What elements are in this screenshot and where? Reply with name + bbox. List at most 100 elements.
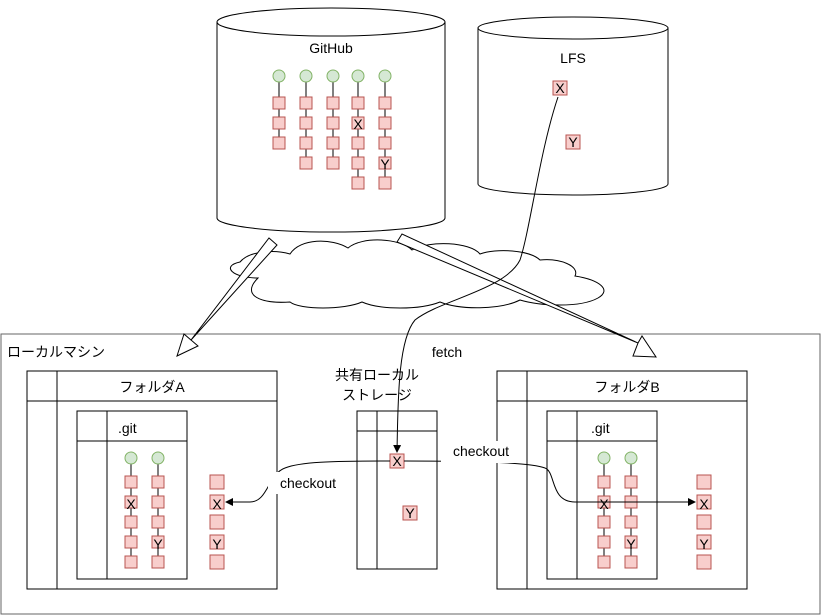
github-marker-y: Y [380, 156, 390, 172]
commit-node [272, 96, 286, 110]
github-label: GitHub [309, 40, 353, 56]
commit-node [272, 136, 286, 150]
clone-arrow-to-folder-b [396, 233, 657, 358]
folder-a-git: .git [76, 410, 188, 580]
file-node [209, 494, 225, 510]
lfs-label: LFS [560, 50, 586, 66]
folder-b-git: .git [546, 410, 658, 580]
folder-b-commit-y: Y [626, 536, 636, 552]
file-node [209, 474, 225, 490]
commit-node [378, 136, 392, 150]
branch-ref [299, 69, 313, 83]
folder-a-title: フォルダA [119, 379, 185, 395]
clone-arrow-to-folder-a [176, 237, 278, 357]
branch-ref [151, 451, 165, 465]
folder-b-worktree-x: X [699, 496, 709, 512]
commit-node [299, 116, 313, 130]
folder-a-worktree-y: Y [212, 536, 222, 552]
commit-node [351, 136, 365, 150]
commit-node [597, 535, 611, 549]
folder-a-commit-graph [124, 451, 165, 569]
commit-node [378, 96, 392, 110]
commit-node [351, 96, 365, 110]
shared-object-y [402, 505, 418, 521]
commit-node [151, 475, 165, 489]
shared-storage-title-line1: 共有ローカル [335, 367, 419, 383]
lfs-cylinder: LFS X Y [477, 16, 669, 196]
commit-node [299, 136, 313, 150]
checkout-label-a: checkout [280, 475, 336, 491]
file-node [696, 554, 712, 570]
commit-node [326, 96, 340, 110]
commit-node [124, 515, 138, 529]
commit-node [624, 475, 638, 489]
lfs-object-y [565, 134, 581, 150]
file-node [696, 494, 712, 510]
branch-ref [597, 451, 611, 465]
folder-b-worktree-y: Y [699, 536, 709, 552]
commit-node [151, 495, 165, 509]
folder-b-commit-graph [597, 451, 638, 569]
commit-node [378, 156, 392, 170]
folder-b-worktree [696, 474, 712, 570]
folder-a-worktree-x: X [212, 496, 222, 512]
shared-storage-title-line2: ストレージ [342, 387, 412, 403]
branch-ref [624, 451, 638, 465]
commit-node [151, 515, 165, 529]
checkout-label-b: checkout [453, 443, 509, 459]
commit-node [151, 555, 165, 569]
lfs-object-x [552, 80, 568, 96]
shared-object-y-label: Y [405, 505, 415, 521]
commit-node [326, 136, 340, 150]
folder-a-commit-y: Y [153, 536, 163, 552]
commit-node [351, 116, 365, 130]
fetch-connector [393, 96, 559, 453]
lfs-object-y-label: Y [568, 134, 578, 150]
folder-b-commit-x: X [599, 496, 609, 512]
commit-node [124, 495, 138, 509]
file-node [209, 534, 225, 550]
commit-node [597, 555, 611, 569]
commit-node [624, 555, 638, 569]
folder-b-git-label: .git [591, 420, 610, 436]
branch-ref [326, 69, 340, 83]
commit-node [378, 116, 392, 130]
commit-node [124, 475, 138, 489]
file-node [696, 474, 712, 490]
commit-node [624, 515, 638, 529]
file-node [209, 514, 225, 530]
folder-a-worktree [209, 474, 225, 570]
folder-b-title: フォルダB [594, 379, 659, 395]
file-node [696, 534, 712, 550]
commit-node [597, 515, 611, 529]
checkout-connector-a [225, 460, 391, 506]
folder-a-git-label: .git [118, 420, 137, 436]
commit-node [624, 535, 638, 549]
file-node [696, 514, 712, 530]
commit-node [124, 555, 138, 569]
commit-node [597, 475, 611, 489]
fetch-label: fetch [432, 344, 462, 360]
commit-node [299, 96, 313, 110]
commit-node [351, 176, 365, 190]
branch-ref [378, 69, 392, 83]
github-marker-x: X [353, 116, 363, 132]
branch-ref [272, 69, 286, 83]
branch-ref [351, 69, 365, 83]
commit-node [124, 535, 138, 549]
commit-node [378, 176, 392, 190]
lfs-object-x-label: X [555, 80, 565, 96]
commit-node [299, 156, 313, 170]
branch-ref [124, 451, 138, 465]
github-commit-graph [272, 69, 392, 190]
commit-node [151, 535, 165, 549]
shared-local-storage: 共有ローカル ストレージ X Y [335, 367, 438, 570]
internet-cloud [229, 239, 605, 309]
folder-a-commit-x: X [126, 496, 136, 512]
local-machine-label: ローカルマシン [7, 344, 105, 360]
commit-node [272, 116, 286, 130]
commit-node [326, 116, 340, 130]
file-node [209, 554, 225, 570]
shared-object-x-label: X [392, 453, 402, 469]
